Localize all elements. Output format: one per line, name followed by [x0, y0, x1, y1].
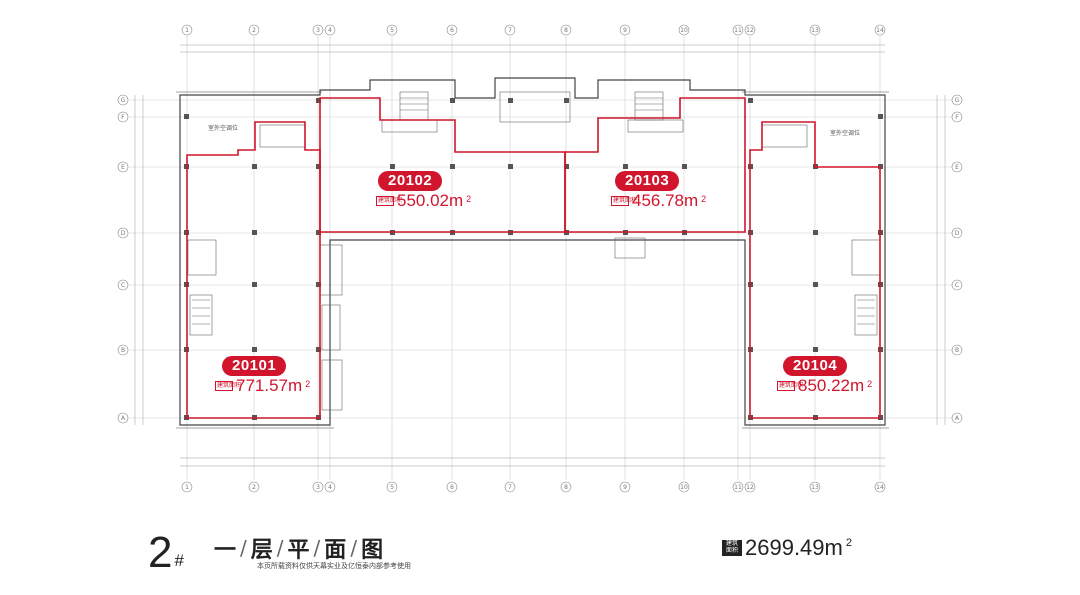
axis-number-label: 10 — [680, 27, 688, 34]
axis-letter-label: B — [121, 347, 125, 354]
ac-position-label-left: 室外空调位 — [208, 124, 238, 132]
axis-number-label: 7 — [508, 484, 512, 491]
disclaimer-text: 本页所载资料仅供天幕实业及亿恒泰内部参考使用 — [257, 562, 411, 570]
axis-number-label: 12 — [746, 484, 754, 491]
axis-letter-label: D — [121, 230, 126, 237]
axis-number-label: 3 — [316, 27, 320, 34]
axis-letter-label: F — [955, 114, 959, 121]
unit-20104-boundary — [749, 121, 881, 419]
area-tag-icon: 建筑面积 — [611, 196, 638, 206]
axis-number-label: 2 — [252, 484, 256, 491]
unit-area-unit: 2 — [466, 194, 472, 204]
unit-20101-boundary — [186, 121, 321, 419]
ac-position-label-right: 室外空调位 — [830, 129, 860, 137]
area-tag-icon: 建筑面积 — [376, 196, 403, 206]
building-outline — [176, 77, 889, 429]
axis-number-label: 10 — [680, 484, 688, 491]
title-separator: / — [276, 536, 284, 560]
axis-letter-label: E — [955, 164, 959, 171]
axis-number-label: 6 — [450, 484, 454, 491]
title-char: 图 — [361, 538, 384, 563]
unit-area-value: 850.22m — [798, 376, 865, 395]
axis-number-label: 1 — [185, 484, 189, 491]
axis-number-label: 14 — [876, 484, 884, 491]
unit-badge-20102: 20102 — [378, 171, 443, 191]
floor-plan-title: 一 / 层 / 平 / 面 / 图 — [214, 532, 383, 564]
unit-boundaries — [186, 97, 881, 419]
axis-number-label: 14 — [876, 27, 884, 34]
axis-number-label: 4 — [328, 484, 332, 491]
total-area-value: 2699.49m — [745, 535, 843, 560]
unit-area-unit: 2 — [305, 379, 311, 389]
title-char: 面 — [324, 538, 347, 563]
total-area-unit: 2 — [845, 537, 852, 549]
unit-area-unit: 2 — [701, 194, 707, 204]
axis-number-label: 5 — [390, 27, 394, 34]
unit-20102-boundary — [319, 97, 566, 233]
title-char: 一 — [214, 538, 237, 563]
axis-letter-label: C — [955, 282, 959, 289]
unit-badge-20104: 20104 — [783, 356, 848, 376]
axis-markers — [117, 24, 963, 493]
dimension-lines — [134, 44, 946, 467]
axis-number-label: 8 — [564, 27, 568, 34]
total-area-tag-icon: 建筑面积 — [722, 540, 742, 556]
axis-number-label: 5 — [390, 484, 394, 491]
axis-number-label: 7 — [508, 27, 512, 34]
unit-badge-20101: 20101 — [222, 356, 287, 376]
unit-20103-boundary — [564, 97, 746, 233]
area-tag-icon: 建筑面积 — [777, 381, 804, 391]
axis-letter-label: E — [121, 164, 125, 171]
title-separator: / — [240, 536, 247, 560]
title-char: 平 — [287, 538, 310, 563]
axis-number-label: 6 — [450, 27, 454, 34]
axis-number-label: 13 — [811, 484, 819, 491]
axis-number-label: 2 — [252, 27, 256, 34]
title-separator: / — [313, 536, 321, 560]
title-char: 层 — [250, 538, 273, 563]
axis-number-label: 4 — [328, 27, 332, 34]
unit-area-unit: 2 — [867, 379, 873, 389]
building-number: 2 # — [148, 525, 184, 575]
interior-details — [187, 91, 881, 411]
axis-letter-label: B — [955, 347, 959, 354]
unit-badge-20103: 20103 — [615, 171, 680, 191]
unit-area-value: 771.57m — [236, 376, 303, 395]
axis-number-label: 9 — [623, 27, 627, 34]
axis-letter-label: G — [955, 97, 960, 104]
axis-letter-label: G — [121, 97, 126, 104]
unit-area-value: 550.02m — [397, 191, 464, 210]
axis-letter-label: A — [955, 415, 960, 422]
axis-number-label: 3 — [316, 484, 320, 491]
axis-letter-label: D — [955, 230, 960, 237]
axis-letter-label: A — [121, 415, 126, 422]
building-number-suffix: # — [174, 551, 184, 570]
axis-letter-label: C — [121, 282, 125, 289]
title-separator: / — [350, 536, 358, 560]
area-tag-icon: 建筑面积 — [215, 381, 242, 391]
unit-area-value: 456.78m — [632, 191, 699, 210]
axis-grid — [120, 35, 960, 480]
axis-number-label: 11 — [734, 27, 742, 34]
axis-number-label: 8 — [564, 484, 568, 491]
axis-letter-label: F — [121, 114, 125, 121]
structural-columns — [184, 98, 883, 420]
axis-number-label: 11 — [734, 484, 742, 491]
axis-number-label: 12 — [746, 27, 754, 34]
axis-number-label: 1 — [185, 27, 189, 34]
axis-number-label: 13 — [811, 27, 819, 34]
building-number-value: 2 — [148, 528, 173, 577]
axis-number-label: 9 — [623, 484, 627, 491]
